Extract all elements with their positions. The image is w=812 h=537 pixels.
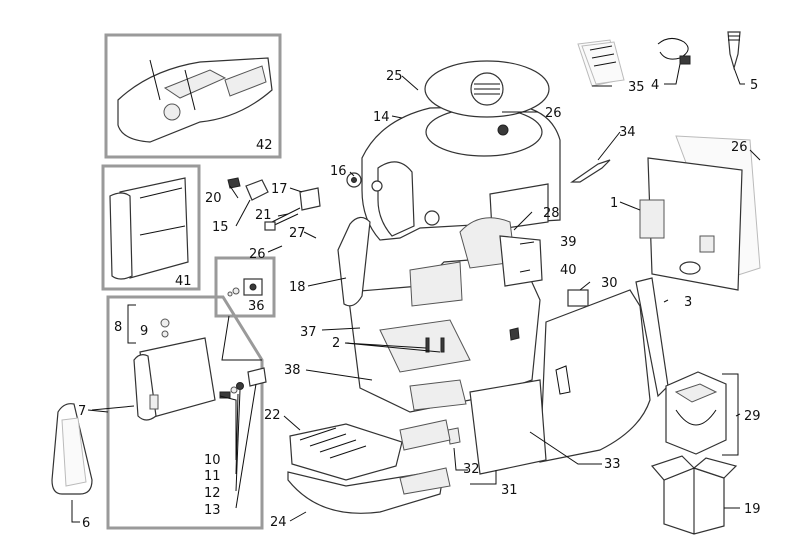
packaging-box-part [650,455,738,535]
label-35: 35 [628,80,645,95]
side-panel-part [51,403,93,495]
label-15: 15 [212,220,229,235]
part-36-drawing [227,278,263,297]
label-5: 5 [750,78,758,93]
label-40: 40 [560,263,577,278]
label-30: 30 [601,276,618,291]
label-17: 17 [271,182,288,197]
label-38: 38 [284,363,301,378]
label-28: 28 [543,206,560,221]
label-36: 36 [248,299,265,314]
label-8: 8 [114,320,122,335]
drip-tray-part [287,419,451,514]
drip-tray-housing-part [469,379,547,475]
group-box-41 [101,164,201,291]
label-20: 20 [205,191,222,206]
label-37: 37 [300,325,317,340]
control-parts-drawing [227,172,362,231]
main-housing-part [361,60,561,241]
label-27: 27 [289,226,306,241]
control-board-part [639,135,761,291]
part-labels: 35 4 5 25 26 14 42 34 26 16 20 17 1 28 2… [78,69,761,531]
label-34: 34 [619,125,636,140]
label-3: 3 [684,295,692,310]
internal-frame-part [337,216,543,413]
label-9: 9 [140,324,148,339]
brew-unit-part [665,371,727,455]
label-11: 11 [204,469,221,484]
label-25: 25 [386,69,403,84]
label-7: 7 [78,404,86,419]
label-32: 32 [463,462,480,477]
label-13: 13 [204,503,221,518]
label-26-mid: 26 [249,247,266,262]
label-2: 2 [332,336,340,351]
drip-tray-top-part [117,57,273,143]
label-24: 24 [270,515,287,530]
callout-36 [221,315,262,361]
label-29: 29 [744,409,761,424]
water-tank-part [109,177,189,280]
label-10: 10 [204,453,221,468]
group-box-36 [214,256,276,318]
label-21: 21 [255,208,272,223]
part-30-drawing [567,289,589,307]
label-16: 16 [330,164,347,179]
label-31: 31 [501,483,518,498]
label-18: 18 [289,280,306,295]
label-26-top: 26 [545,106,562,121]
label-12: 12 [204,486,221,501]
label-19: 19 [744,502,761,517]
label-4: 4 [651,78,659,93]
wire-harness-part [570,159,611,183]
tank-assembly-part [133,318,216,421]
front-panel-part [539,289,651,463]
bracket-8 [127,304,136,344]
label-39: 39 [560,235,577,250]
label-26-right: 26 [731,140,748,155]
label-6: 6 [82,516,90,531]
label-33: 33 [604,457,621,472]
group-box-42 [104,33,282,159]
label-22: 22 [264,408,281,423]
accessories-drawing [577,31,741,87]
leader-lines [71,63,761,523]
label-41: 41 [175,274,192,289]
label-1: 1 [610,196,618,211]
label-14: 14 [373,110,390,125]
label-42: 42 [256,138,273,153]
fittings-10-13-drawing [219,367,267,399]
group-box-7 [106,295,264,530]
